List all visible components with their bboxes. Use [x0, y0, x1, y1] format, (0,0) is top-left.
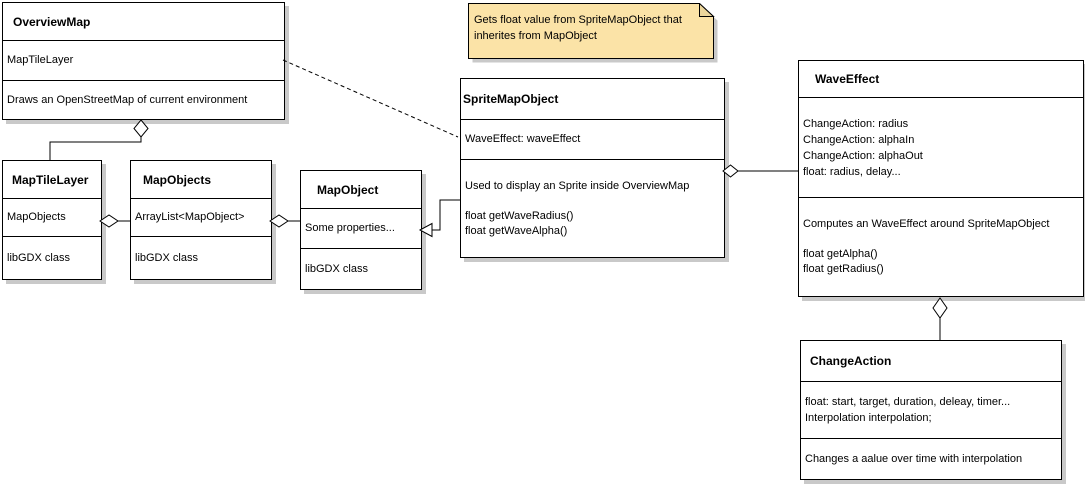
class-attribute: ChangeAction: alphaIn: [803, 133, 915, 146]
class-attributes-section: ChangeAction: radius ChangeAction: alpha…: [799, 97, 1083, 197]
class-title-section: MapObjects: [131, 161, 271, 198]
class-attribute: WaveEffect: waveEffect: [465, 133, 581, 145]
class-description: libGDX class: [7, 251, 70, 264]
aggregation-diamond-icon: [99, 214, 119, 228]
class-description: Used to display an Sprite inside Overvie…: [465, 179, 690, 192]
class-attribute: float: radius, delay...: [803, 165, 901, 178]
relation-overviewmap-spritemapobject-dashed: [282, 59, 459, 138]
class-title: MapTileLayer: [12, 172, 89, 187]
class-attribute: MapObjects: [7, 211, 66, 223]
class-map-tile-layer: MapTileLayer MapObjects libGDX class: [2, 160, 102, 280]
sticky-note-line: inherites from MapObject: [474, 30, 597, 42]
class-title-section: MapTileLayer: [3, 161, 101, 198]
relation-overviewmap-maptilelayer-aggregation: [49, 119, 149, 160]
class-attributes-section: MapObjects: [3, 198, 101, 236]
class-description: Computes an WaveEffect around SpriteMapO…: [803, 218, 1050, 230]
class-attribute: MapTileLayer: [7, 54, 74, 66]
class-attributes-section: ArrayList<MapObject>: [131, 198, 271, 236]
class-description-section: libGDX class: [301, 248, 421, 289]
class-sprite-map-object: SpriteMapObject WaveEffect: waveEffect U…: [460, 78, 725, 258]
class-attributes-section: Some properties...: [301, 208, 421, 248]
class-map-object: MapObject Some properties... libGDX clas…: [300, 170, 422, 290]
class-map-objects: MapObjects ArrayList<MapObject> libGDX c…: [130, 160, 272, 280]
sticky-note-line: Gets float value from SpriteMapObject th…: [474, 14, 682, 26]
class-attributes-section: WaveEffect: waveEffect: [461, 119, 724, 159]
class-title: MapObjects: [143, 172, 212, 187]
sticky-note: Gets float value from SpriteMapObject th…: [468, 2, 720, 65]
aggregation-diamond-icon: [269, 214, 289, 228]
relation-spritemapobject-mapobject-generalization: [418, 199, 460, 238]
class-attributes-section: MapTileLayer: [3, 40, 284, 80]
class-title-section: ChangeAction: [801, 341, 1061, 381]
class-method: float getAlpha(): [803, 248, 878, 260]
aggregation-diamond-icon: [722, 164, 739, 178]
dashed-relation-line: [282, 59, 459, 138]
relation-line: [49, 137, 142, 160]
class-attribute: float: start, target, duration, deleay, …: [805, 396, 1011, 408]
class-title-section: SpriteMapObject: [461, 79, 724, 119]
relation-spritemapobject-waveeffect-aggregation: [722, 164, 798, 178]
class-description: libGDX class: [305, 262, 368, 275]
class-title: WaveEffect: [815, 72, 880, 86]
class-method: float getWaveRadius(): [465, 209, 574, 222]
class-title: MapObject: [317, 182, 379, 197]
class-overview-map: OverviewMap MapTileLayer Draws an OpenSt…: [2, 2, 285, 120]
class-attribute: ChangeAction: radius: [803, 117, 909, 130]
class-description-section: libGDX class: [131, 236, 271, 279]
class-attribute: ChangeAction: alphaOut: [803, 149, 923, 162]
class-method: float getRadius(): [803, 263, 884, 275]
class-attributes-section: float: start, target, duration, deleay, …: [801, 381, 1061, 438]
aggregation-diamond-icon: [932, 297, 948, 319]
class-description: Draws an OpenStreetMap of current enviro…: [7, 93, 248, 106]
relation-waveeffect-changeaction-aggregation: [932, 297, 948, 340]
aggregation-diamond-icon: [133, 119, 149, 138]
class-title-section: MapObject: [301, 171, 421, 208]
class-title: OverviewMap: [13, 14, 91, 29]
sticky-note-body: [468, 3, 714, 59]
sticky-note-fold-corner: [699, 2, 715, 17]
sticky-note-shape: [468, 2, 718, 63]
class-description-section: libGDX class: [3, 236, 101, 279]
blank-line: [799, 232, 1083, 247]
class-method: float getWaveAlpha(): [465, 224, 568, 237]
class-title: ChangeAction: [810, 354, 892, 368]
class-body-section: Used to display an Sprite inside Overvie…: [461, 159, 724, 257]
relation-mapobjects-mapobject-aggregation: [269, 214, 300, 228]
blank-line: [461, 194, 724, 209]
relation-line: [432, 199, 460, 231]
relation-maptilelayer-mapobjects-aggregation: [99, 214, 130, 228]
class-attribute: Some properties...: [305, 222, 395, 234]
class-description-section: Draws an OpenStreetMap of current enviro…: [3, 80, 284, 119]
class-title-section: WaveEffect: [799, 61, 1083, 97]
class-description: Changes a aalue over time with interpola…: [805, 452, 1023, 465]
class-body-section: Computes an WaveEffect around SpriteMapO…: [799, 197, 1083, 296]
class-attribute: Interpolation interpolation;: [805, 412, 932, 424]
class-title: SpriteMapObject: [463, 92, 559, 106]
class-description: libGDX class: [135, 251, 198, 264]
class-attribute: ArrayList<MapObject>: [135, 211, 245, 223]
class-wave-effect: WaveEffect ChangeAction: radius ChangeAc…: [798, 60, 1084, 297]
class-description-section: Changes a aalue over time with interpola…: [801, 438, 1061, 479]
class-title-section: OverviewMap: [3, 3, 284, 40]
class-change-action: ChangeAction float: start, target, durat…: [800, 340, 1062, 480]
sticky-note-text: Gets float value from SpriteMapObject th…: [474, 12, 682, 44]
